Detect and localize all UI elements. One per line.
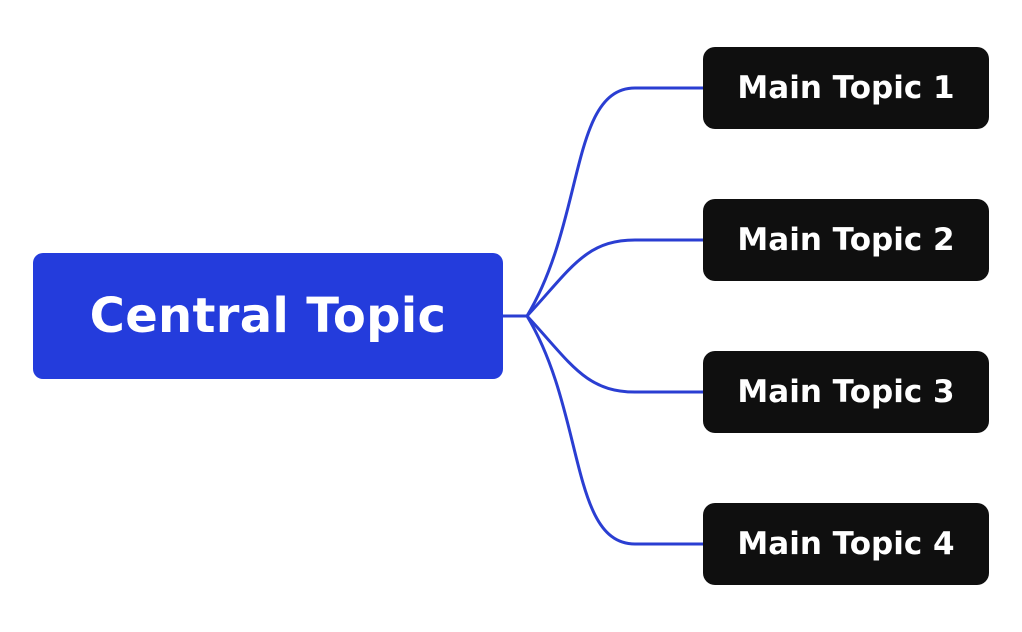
connector-main-topic-4 <box>525 314 705 546</box>
main-topic-label-2: Main Topic 2 <box>737 222 955 258</box>
connector-main-topic-3 <box>525 314 705 394</box>
connector-main-topic-2 <box>525 238 705 318</box>
main-topic-label-4: Main Topic 4 <box>737 526 955 562</box>
main-topic-label-3: Main Topic 3 <box>737 374 955 410</box>
main-topic-node-3[interactable]: Main Topic 3 <box>703 351 989 433</box>
central-topic-label: Central Topic <box>89 288 447 344</box>
central-topic-node[interactable]: Central Topic <box>33 253 503 379</box>
main-topic-node-2[interactable]: Main Topic 2 <box>703 199 989 281</box>
main-topic-label-1: Main Topic 1 <box>737 70 955 106</box>
main-topic-node-1[interactable]: Main Topic 1 <box>703 47 989 129</box>
connector-main-topic-1 <box>501 86 705 318</box>
main-topic-node-4[interactable]: Main Topic 4 <box>703 503 989 585</box>
